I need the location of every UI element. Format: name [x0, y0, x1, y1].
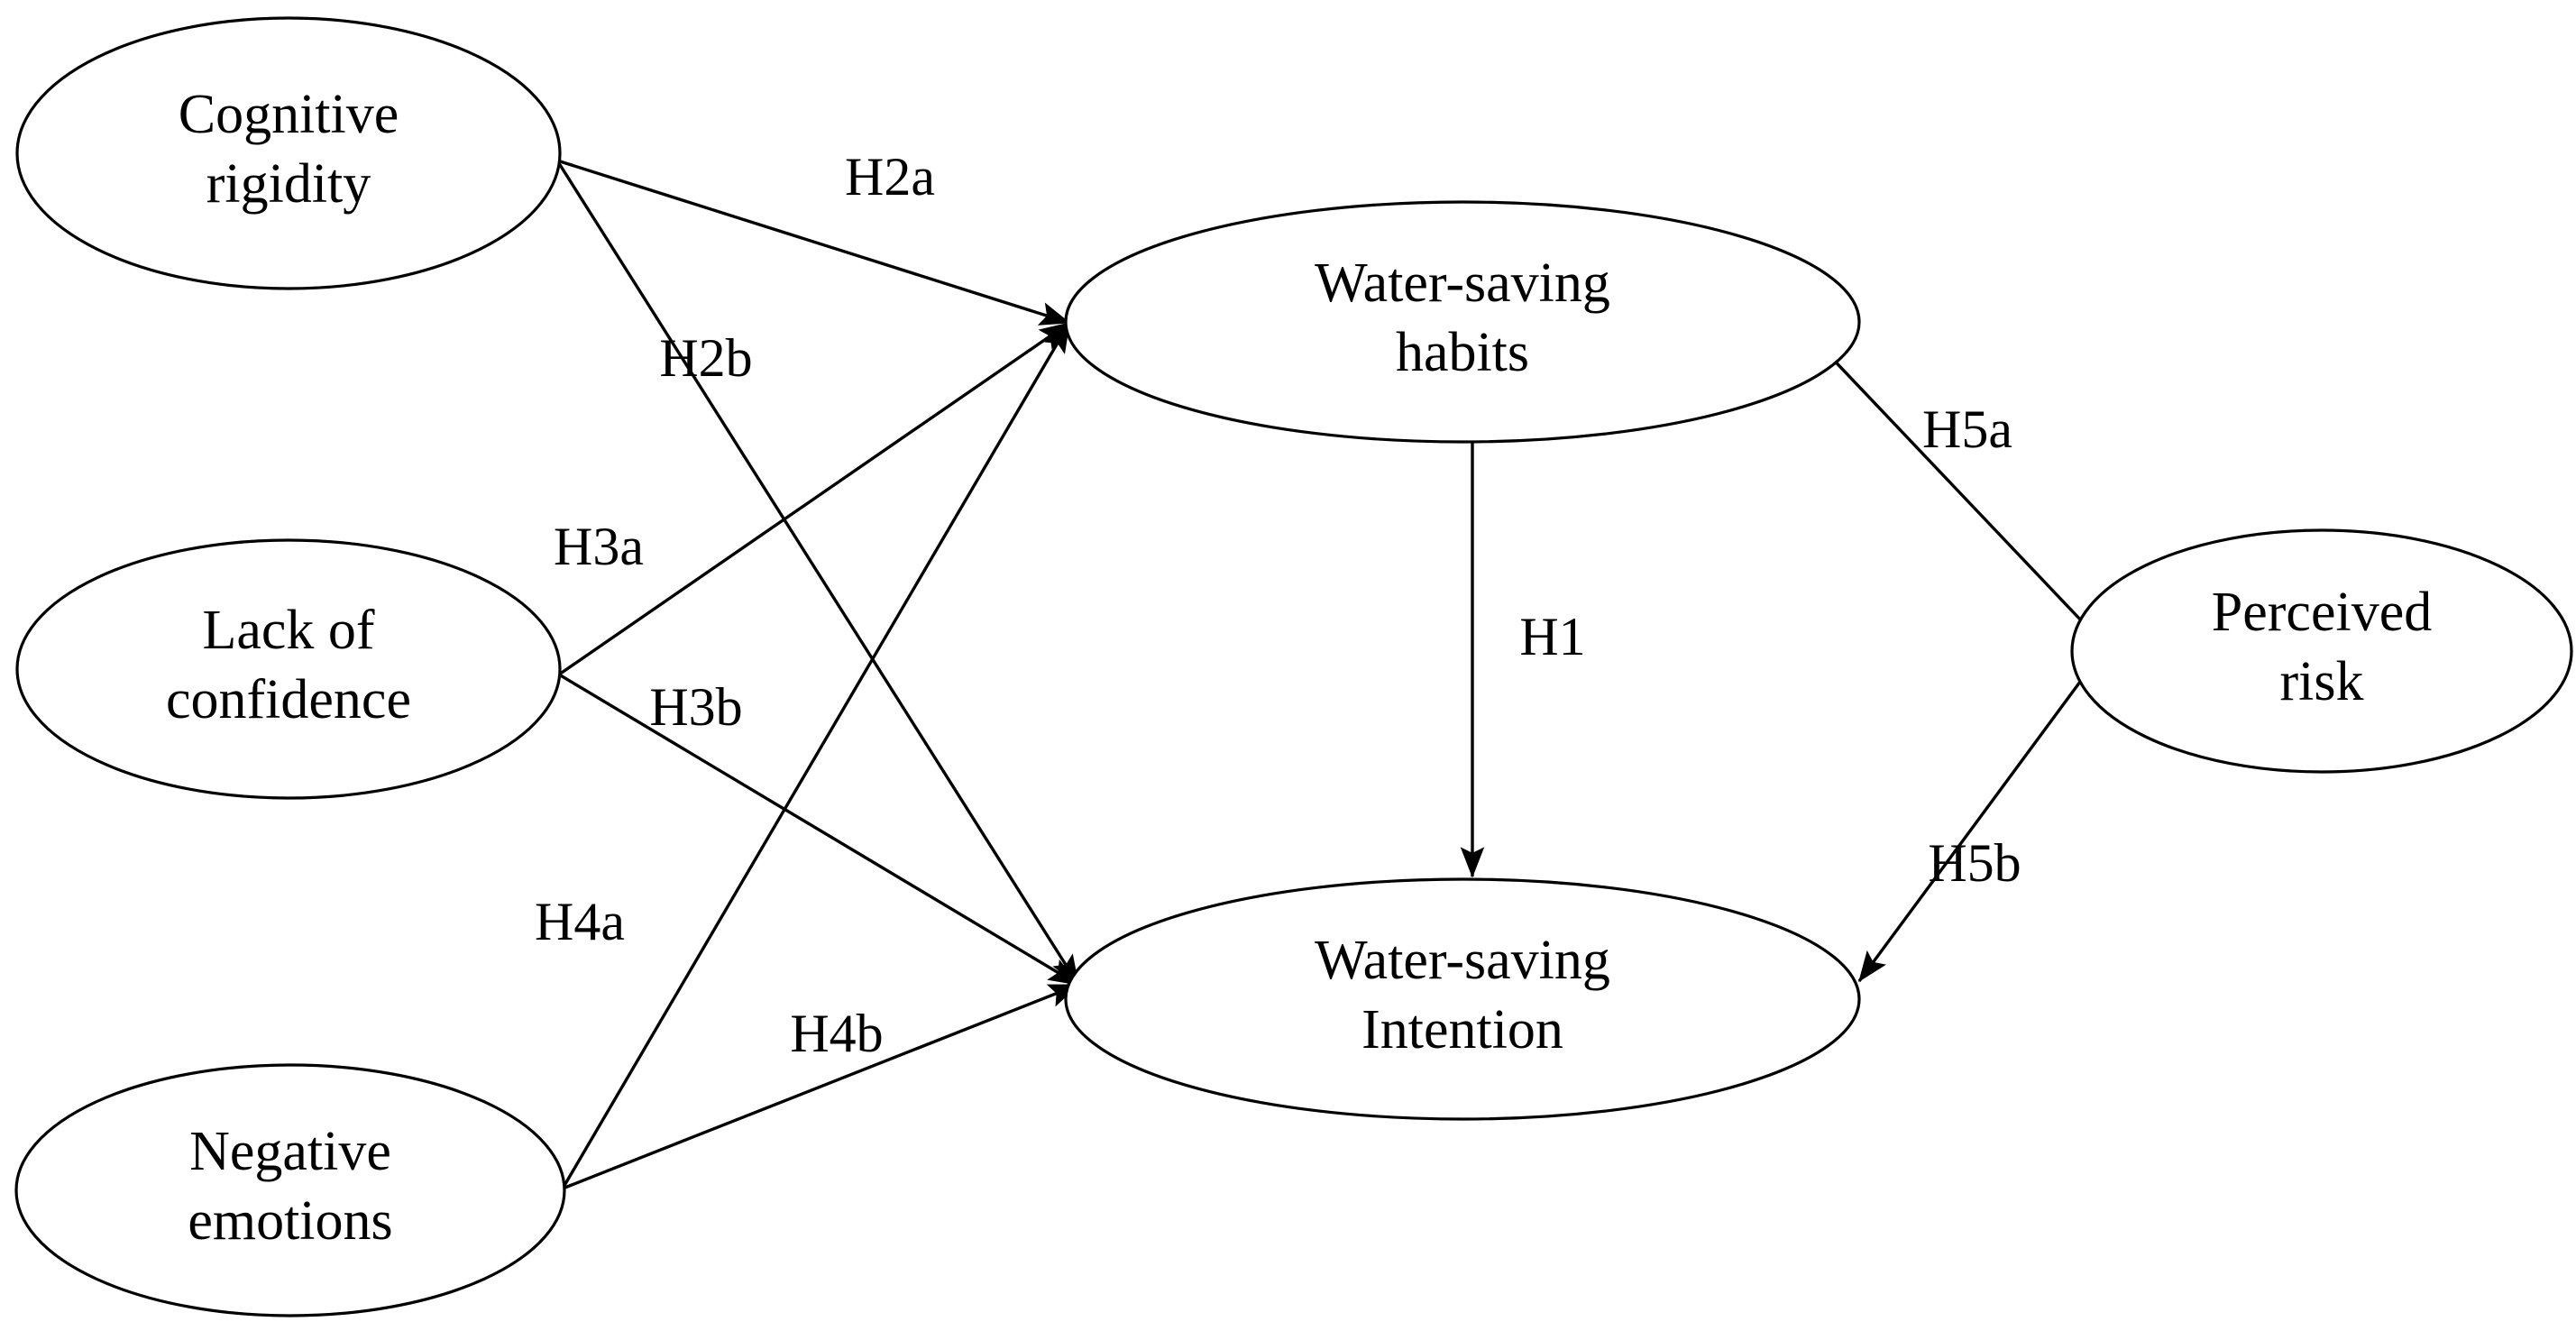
edge-h3b-line	[558, 673, 1080, 987]
edge-h4b-line	[562, 983, 1080, 1190]
edge-label-h3a: H3a	[554, 517, 644, 576]
edge-label-h2a: H2a	[845, 147, 935, 207]
node-water-saving-intention-shape	[1064, 877, 1861, 1121]
node-water-saving-intention-label-line1: Water-saving	[1315, 930, 1610, 991]
node-perceived-risk[interactable]: Perceived risk	[2070, 528, 2573, 774]
edge-label-h5a: H5a	[1922, 399, 2012, 459]
edge-h2b-line	[555, 160, 1080, 987]
edge-h5a-line	[1807, 332, 2085, 624]
node-perceived-risk-shape	[2070, 528, 2573, 774]
edge-labels-group: H1 H2a H2b H3a H3b H4a H4b H5a H5b	[535, 147, 2021, 1063]
node-lack-of-confidence-shape	[15, 538, 562, 800]
node-perceived-risk-label-line2: risk	[2280, 651, 2364, 712]
node-water-saving-habits-shape	[1064, 200, 1861, 444]
edge-label-h4b: H4b	[790, 1004, 883, 1063]
edge-h5b-line	[1857, 676, 2085, 983]
node-negative-emotions-label-line2: emotions	[188, 1190, 392, 1252]
node-cognitive-rigidity[interactable]: Cognitive rigidity	[15, 16, 562, 290]
node-water-saving-intention-label-line2: Intention	[1361, 999, 1563, 1060]
node-negative-emotions[interactable]: Negative emotions	[14, 1063, 566, 1317]
node-lack-of-confidence-label-line2: confidence	[166, 669, 411, 730]
node-water-saving-habits[interactable]: Water-saving habits	[1064, 200, 1861, 444]
node-negative-emotions-label-line1: Negative	[189, 1121, 391, 1182]
node-water-saving-habits-label-line2: habits	[1396, 322, 1529, 383]
node-negative-emotions-shape	[14, 1063, 566, 1317]
nodes-group: Cognitive rigidity Lack of confidence Ne…	[14, 16, 2573, 1317]
node-perceived-risk-label-line1: Perceived	[2212, 582, 2432, 643]
node-lack-of-confidence-label-line1: Lack of	[202, 600, 374, 661]
node-water-saving-intention[interactable]: Water-saving Intention	[1064, 877, 1861, 1121]
edge-h4a-line	[561, 321, 1071, 1189]
edge-label-h4a: H4a	[535, 892, 625, 951]
edge-label-h1: H1	[1519, 607, 1585, 666]
node-cognitive-rigidity-shape	[15, 16, 562, 290]
edge-h2a-line	[556, 159, 1071, 326]
edge-label-h2b: H2b	[659, 328, 752, 388]
edges-group	[555, 159, 2085, 1190]
node-cognitive-rigidity-label-line1: Cognitive	[179, 84, 399, 145]
edge-h3a-line	[558, 321, 1071, 676]
edge-label-h5b: H5b	[1928, 833, 2021, 893]
edge-label-h3b: H3b	[649, 677, 742, 737]
node-lack-of-confidence[interactable]: Lack of confidence	[15, 538, 562, 800]
node-water-saving-habits-label-line1: Water-saving	[1315, 252, 1610, 314]
node-cognitive-rigidity-label-line2: rigidity	[206, 153, 371, 215]
